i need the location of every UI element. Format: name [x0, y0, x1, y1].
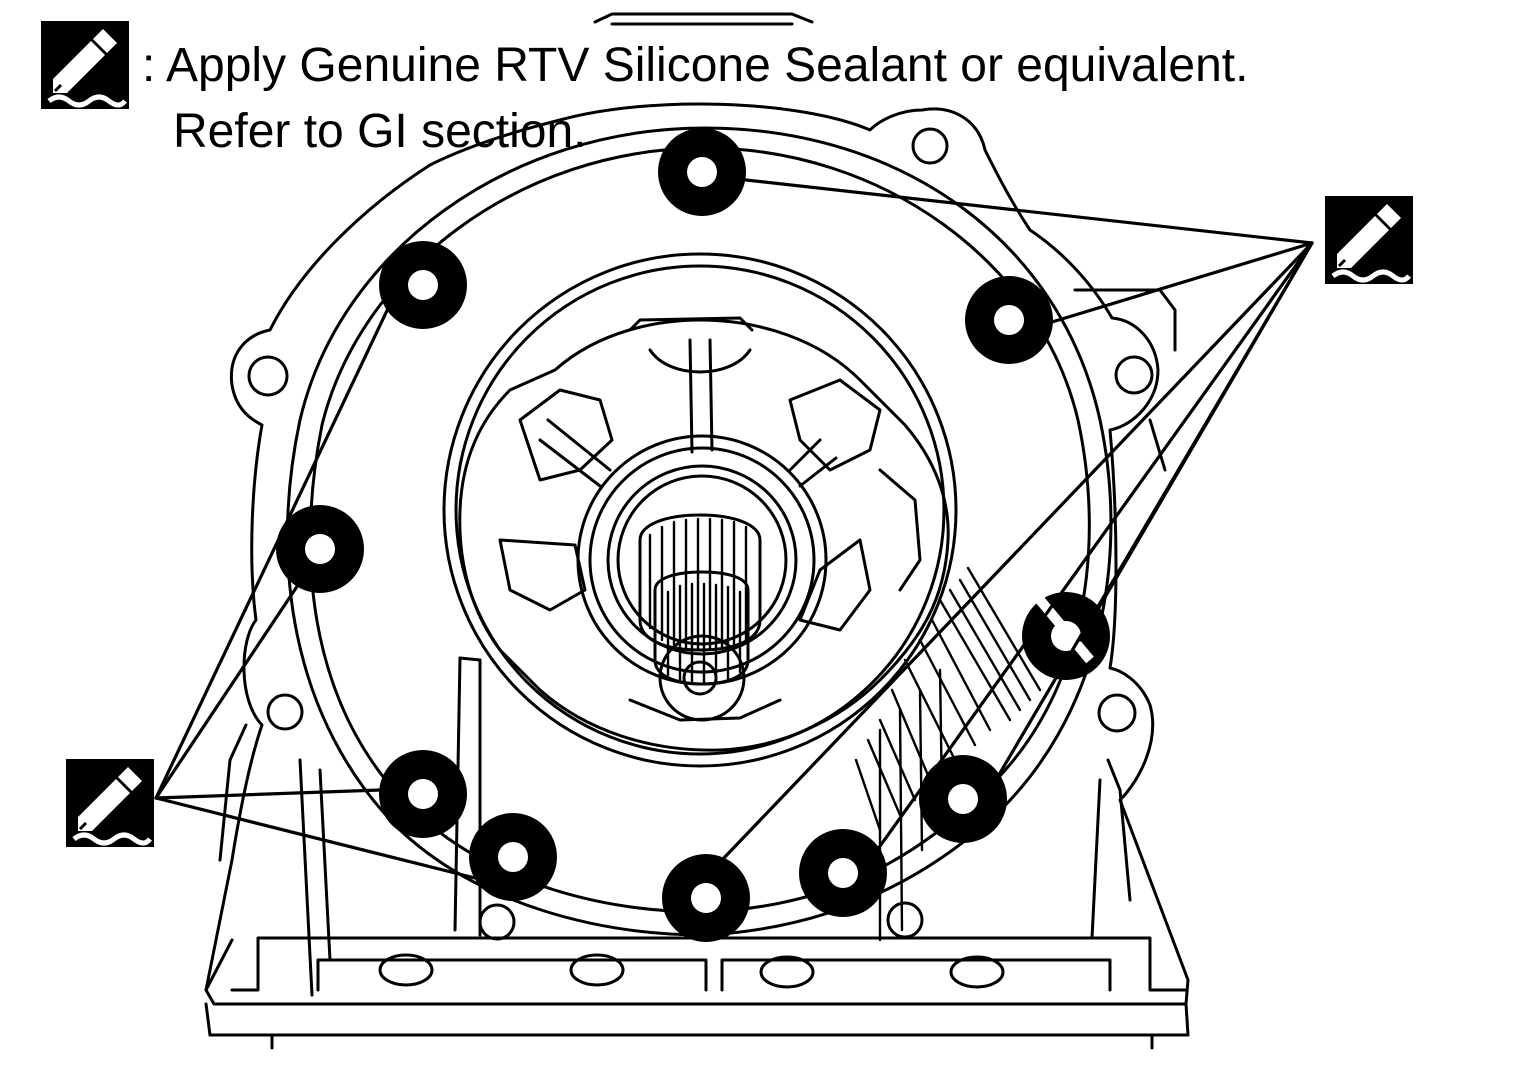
legend-sealant-icon: [41, 21, 129, 109]
bolt-sealant-bottom-center: [662, 854, 750, 942]
bolt-sealant-lower-left: [379, 750, 467, 838]
legend-reference: Refer to GI section.: [173, 105, 587, 158]
legend-instruction: : Apply Genuine RTV Silicone Sealant or …: [142, 39, 1249, 92]
leader-lines-left: [154, 298, 477, 880]
bolt-sealant-bottom-left: [469, 813, 557, 901]
leader-lines-right: [720, 178, 1314, 862]
sealant-bolt-points: [276, 128, 1110, 942]
oil-pump-assembly: [442, 252, 958, 768]
bolt-sealant-upper-left: [379, 241, 467, 329]
bolt-sealant-lower-right: [919, 755, 1007, 843]
mounting-holes: [247, 127, 1154, 989]
sealant-callout-icon-right: [1325, 196, 1413, 284]
bolt-sealant-left: [276, 505, 364, 593]
bolt-sealant-top: [658, 128, 746, 216]
bolt-sealant-upper-right: [965, 276, 1053, 364]
sealant-callout-icon-left: [66, 759, 154, 847]
bolt-sealant-right: [1022, 592, 1110, 680]
bolt-sealant-bottom-right: [799, 829, 887, 917]
